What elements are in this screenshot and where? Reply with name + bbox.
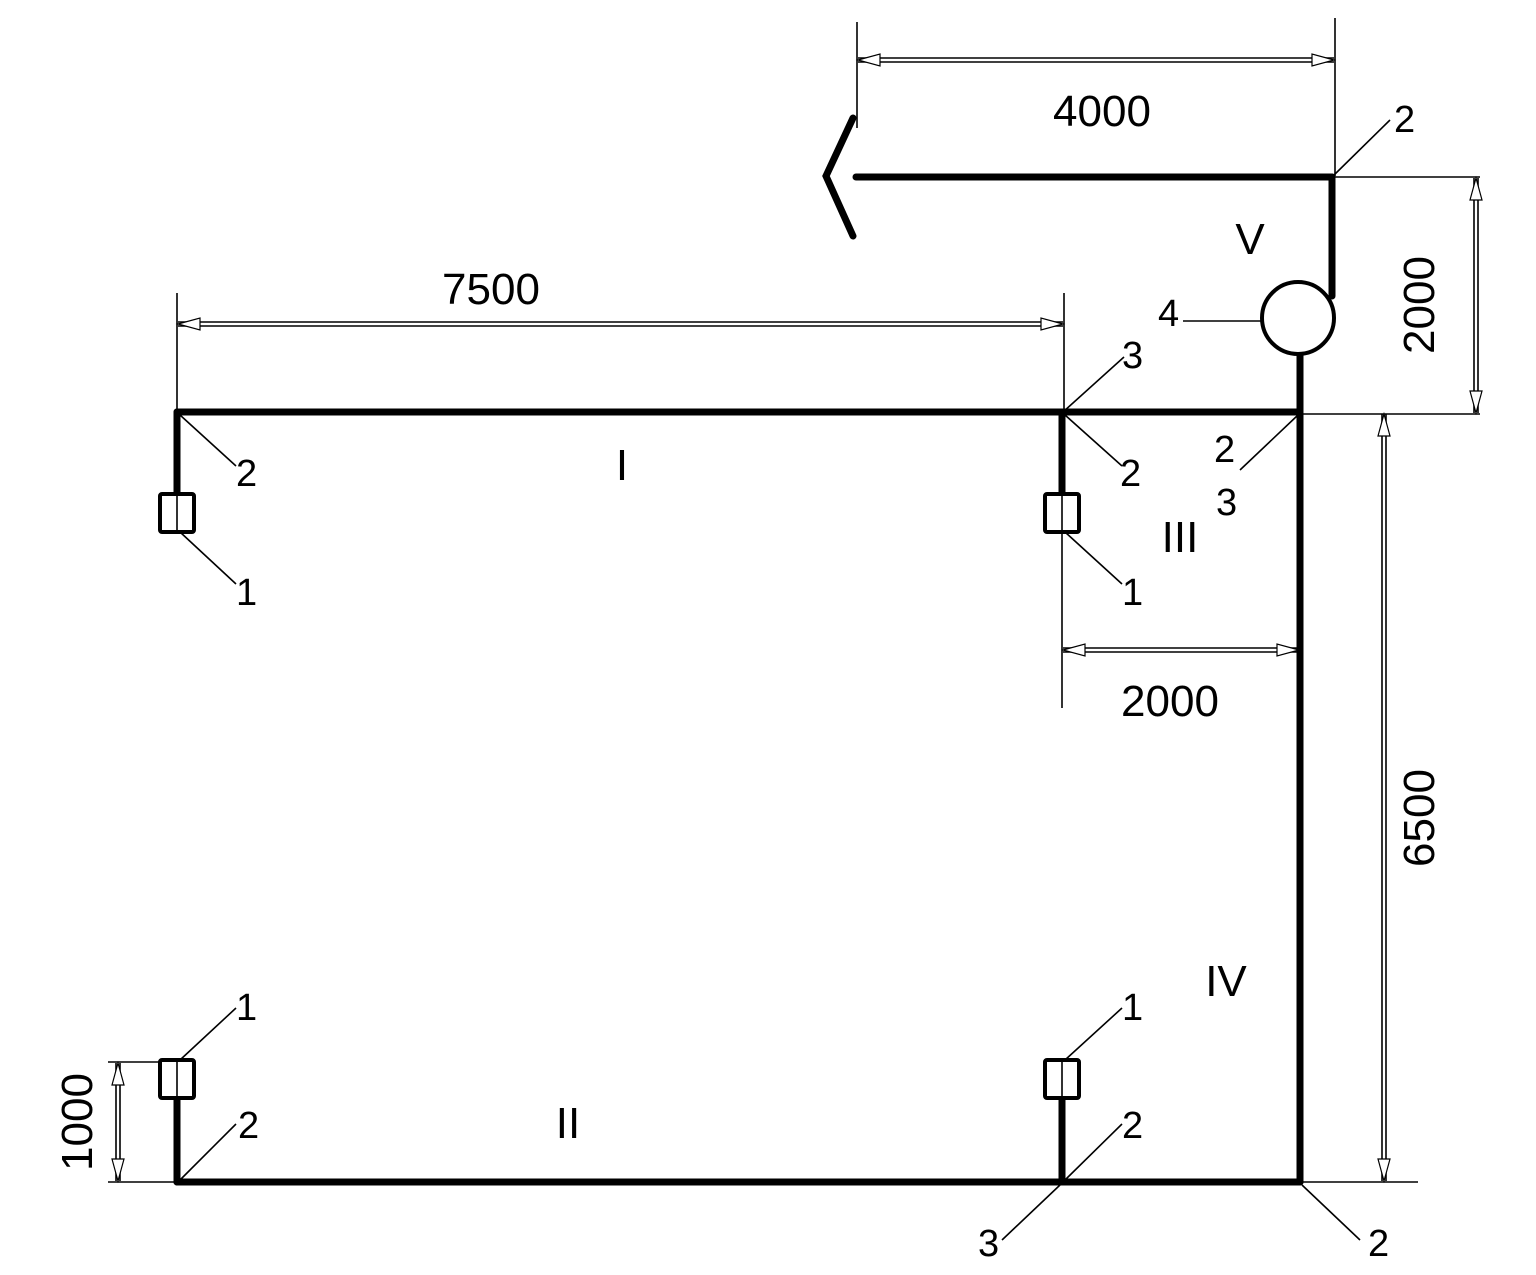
dimension-upper-run [175, 317, 1066, 331]
node-label-lower-left-2: 2 [238, 1105, 259, 1147]
section-label-4: IV [1205, 957, 1247, 1006]
dim-fixture-height-text: 1000 [53, 1073, 102, 1171]
dimension-riser-height [1469, 175, 1483, 416]
fixture-upper-right [1043, 492, 1081, 534]
node-label-tank-4: 4 [1158, 293, 1179, 335]
fixtures [158, 280, 1336, 1100]
section-label-3: III [1162, 513, 1199, 562]
dim-upper-run-text: 7500 [442, 265, 540, 314]
fixture-lower-right [1043, 1058, 1081, 1100]
node-label-upper-junction: 3 [1122, 335, 1143, 377]
dim-branch-offset-text: 2000 [1121, 677, 1219, 726]
section-label-2: II [556, 1099, 580, 1148]
section-label-5: V [1235, 215, 1265, 264]
node-label-upper-corner-2: 2 [1214, 429, 1235, 471]
node-label-lower-mid-3: 3 [978, 1223, 999, 1265]
dimension-branch-offset [1060, 643, 1302, 657]
dim-riser-height-text: 2000 [1395, 256, 1444, 354]
node-label-upper-mid-1: 1 [1122, 572, 1143, 614]
fixture-lower-left [158, 1058, 196, 1100]
pipes [173, 114, 1336, 1186]
leader-lines [179, 119, 1391, 1241]
section-label-1: I [616, 441, 628, 490]
node-label-top-right: 2 [1394, 99, 1415, 141]
fixture-upper-left [158, 492, 196, 534]
outlet-bend [822, 114, 857, 240]
node-label-upper-mid-2: 2 [1120, 453, 1141, 495]
node-label-lower-right-2: 2 [1368, 1223, 1389, 1265]
node-label-lower-left-1: 1 [236, 987, 257, 1029]
extension-lines [108, 18, 1480, 1183]
dimension-top-width [855, 53, 1337, 67]
tank-circle [1260, 280, 1336, 356]
node-label-upper-left-2: 2 [236, 453, 257, 495]
node-label-lower-mid-1: 1 [1122, 987, 1143, 1029]
dimension-fixture-height [111, 1060, 125, 1184]
node-label-upper-left-1: 1 [236, 572, 257, 614]
dim-top-width-text: 4000 [1053, 87, 1151, 136]
dim-right-height-text: 6500 [1395, 769, 1444, 867]
node-label-lower-mid-2: 2 [1122, 1105, 1143, 1147]
dimension-right-height [1377, 411, 1391, 1184]
node-label-upper-corner-3: 3 [1216, 482, 1237, 524]
